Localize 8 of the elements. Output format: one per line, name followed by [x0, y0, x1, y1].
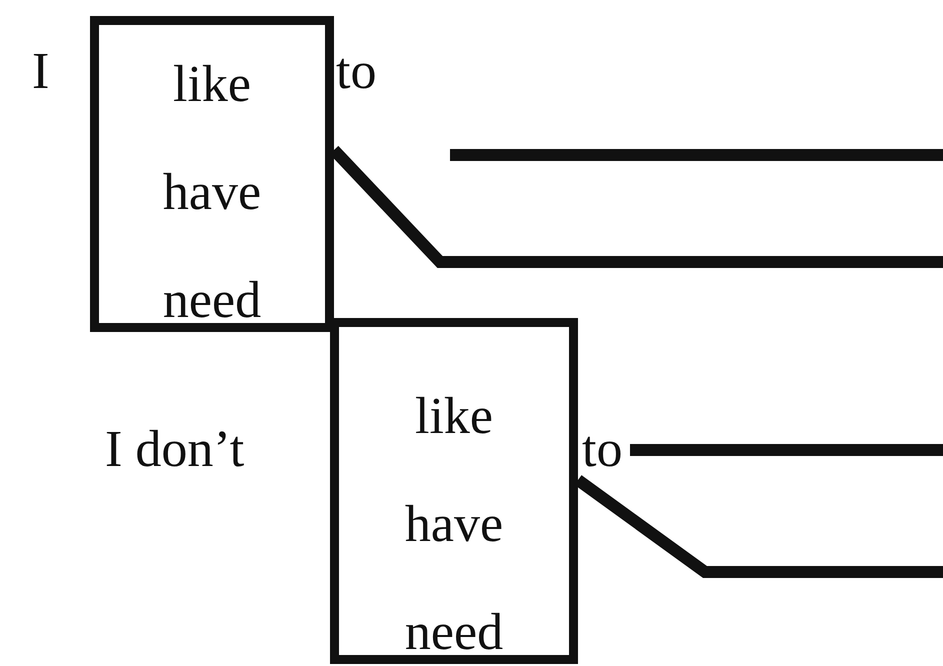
word-list: like have need — [152, 31, 272, 355]
word-box — [90, 16, 334, 332]
sentence-word: I — [32, 46, 50, 98]
word-list: like have need — [394, 363, 514, 666]
sentence-word: I don’t — [105, 424, 244, 476]
word-box — [330, 318, 578, 664]
sentence-word: to — [582, 424, 622, 476]
sentence-word: to — [336, 46, 376, 98]
